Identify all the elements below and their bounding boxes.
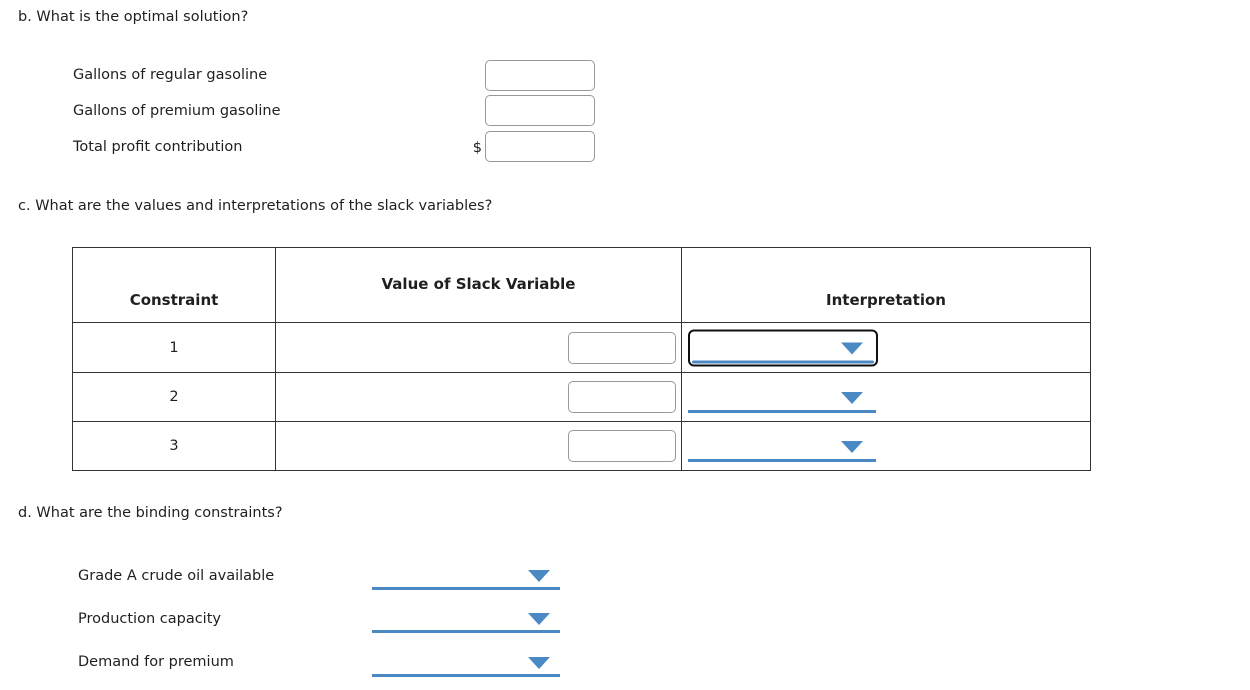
input-regular-gasoline[interactable] — [485, 60, 595, 91]
constraint-number-cell: 1 — [72, 322, 276, 373]
interpretation-cell — [681, 372, 1091, 422]
table-row: 1 — [72, 322, 1091, 373]
binding-dropdown-demand[interactable] — [372, 651, 560, 677]
dropdown-arrow-icon — [841, 441, 863, 453]
col-header-slack-value: Value of Slack Variable — [275, 247, 682, 323]
label-grade-a-crude: Grade A crude oil available — [78, 568, 275, 584]
slack-variables-table: Constraint Value of Slack Variable Inter… — [72, 247, 1091, 471]
question-d-heading: d. What are the binding constraints? — [18, 505, 283, 521]
dropdown-underline — [688, 410, 876, 413]
binding-dropdown-production[interactable] — [372, 607, 560, 633]
constraint-number-cell: 2 — [72, 372, 276, 422]
interpretation-dropdown-3[interactable] — [688, 436, 876, 462]
label-demand-premium: Demand for premium — [78, 654, 234, 670]
dropdown-arrow-icon — [528, 657, 550, 669]
dropdown-arrow-icon — [528, 570, 550, 582]
slack-value-cell — [275, 421, 682, 471]
slack-value-input-1[interactable] — [568, 331, 676, 364]
constraint-number-cell: 3 — [72, 421, 276, 471]
dropdown-focus-underline — [692, 360, 874, 363]
dropdown-underline — [372, 587, 560, 590]
binding-dropdown-grade-a[interactable] — [372, 564, 560, 590]
table-row: 3 — [72, 421, 1091, 471]
dropdown-underline — [688, 459, 876, 462]
slack-value-input-2[interactable] — [568, 381, 676, 413]
question-c-heading: c. What are the values and interpretatio… — [18, 198, 493, 214]
interpretation-dropdown-2[interactable] — [688, 387, 876, 413]
input-premium-gasoline[interactable] — [485, 95, 595, 126]
dropdown-arrow-icon — [841, 392, 863, 404]
dollar-sign-prefix: $ — [472, 140, 482, 156]
table-row: 2 — [72, 372, 1091, 422]
input-total-profit[interactable] — [485, 131, 595, 162]
interpretation-dropdown-1[interactable] — [688, 329, 878, 366]
label-total-profit: Total profit contribution — [73, 139, 243, 155]
dropdown-arrow-icon — [528, 613, 550, 625]
dropdown-arrow-icon — [841, 342, 863, 354]
col-header-constraint: Constraint — [72, 247, 276, 323]
label-regular-gasoline: Gallons of regular gasoline — [73, 67, 268, 83]
slack-value-cell — [275, 372, 682, 422]
question-b-heading: b. What is the optimal solution? — [18, 9, 249, 25]
dropdown-underline — [372, 674, 560, 677]
label-production-capacity: Production capacity — [78, 611, 221, 627]
dropdown-underline — [372, 630, 560, 633]
interpretation-cell — [681, 421, 1091, 471]
slack-value-input-3[interactable] — [568, 430, 676, 462]
label-premium-gasoline: Gallons of premium gasoline — [73, 103, 281, 119]
slack-value-cell — [275, 322, 682, 373]
col-header-interpretation: Interpretation — [681, 247, 1091, 323]
interpretation-cell — [681, 322, 1091, 373]
